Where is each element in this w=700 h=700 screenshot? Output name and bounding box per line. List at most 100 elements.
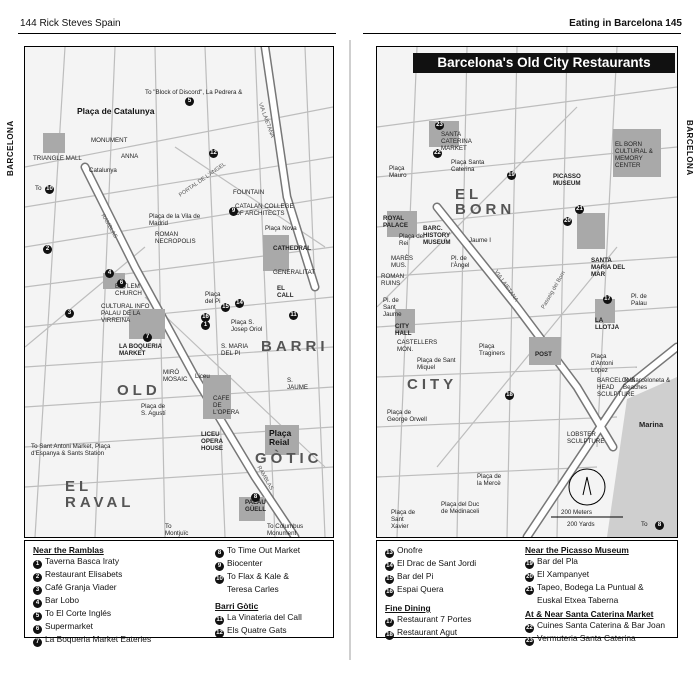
legend-item-10-cont: Teresa Carles bbox=[227, 584, 279, 594]
label-monument: MONUMENT bbox=[91, 137, 128, 144]
label-to-barceloneta: To Barceloneta & Beaches bbox=[623, 377, 671, 391]
label-placa-reial: Plaça Reial bbox=[269, 428, 292, 447]
label-catalunya-metro: Catalunya bbox=[89, 167, 117, 174]
map-marker-21[interactable]: 21 bbox=[575, 205, 584, 214]
label-placa-xavier: Plaça de Sant Xavier bbox=[391, 509, 416, 530]
map-marker-1[interactable]: 1 bbox=[201, 321, 210, 330]
label-placa-george-orwell: Plaça de George Orwell bbox=[387, 409, 427, 423]
page-gutter bbox=[349, 40, 351, 660]
label-placa-rei: Plaça del Rei bbox=[399, 233, 425, 247]
label-placa-pi: Plaça del Pi bbox=[205, 291, 221, 305]
label-placa-nova: Plaça Nova bbox=[265, 225, 297, 232]
label-fountain: FOUNTAIN bbox=[233, 189, 265, 196]
label-catalan-college: CATALAN COLLEGE OF ARCHITECTS bbox=[235, 203, 294, 217]
label-jaume-metro: Jaume I bbox=[469, 237, 492, 244]
right-map: Barcelona's Old City Restaurants SANTA C… bbox=[376, 46, 678, 538]
map-marker-6[interactable]: 6 bbox=[117, 279, 126, 288]
map-marker-5[interactable]: 5 bbox=[185, 97, 194, 106]
map-marker-22[interactable]: 22 bbox=[433, 149, 442, 158]
map-marker-10[interactable]: 10 bbox=[45, 185, 54, 194]
label-mares-museum: MARÈS MUS. bbox=[391, 255, 414, 269]
legend-heading-barri-gotic: Barri Gòtic bbox=[215, 600, 259, 611]
label-lobster: LOBSTER SCULPTURE bbox=[567, 431, 605, 445]
map-marker-19[interactable]: 19 bbox=[507, 171, 516, 180]
label-placa-merce: Plaça de la Mercè bbox=[477, 473, 502, 487]
label-liceu-metro: Liceu bbox=[195, 373, 210, 380]
label-barcelona-head: BARCELONA HEAD SCULPTURE bbox=[597, 377, 635, 398]
map-marker-16[interactable]: 16 bbox=[201, 313, 210, 322]
map-marker-7[interactable]: 7 bbox=[143, 333, 152, 342]
liceu-block bbox=[203, 375, 231, 419]
map-marker-18[interactable]: 18 bbox=[505, 391, 514, 400]
map-marker-3[interactable]: 3 bbox=[65, 309, 74, 318]
label-old: OLD bbox=[117, 382, 161, 399]
label-barc-history: BARC. HISTORY MUSEUM bbox=[423, 225, 451, 246]
label-palau-guell: PALAU GÜELL bbox=[245, 499, 266, 513]
label-barri: BARRI bbox=[261, 338, 329, 355]
label-miro-mosaic: MIRÓ MOSAIC bbox=[163, 369, 188, 383]
legend-heading-ramblas: Near the Ramblas bbox=[33, 545, 104, 555]
label-city-hall: CITY HALL bbox=[395, 323, 412, 337]
label-placa-agusti: Plaça de S. Agustí bbox=[141, 403, 166, 417]
map-marker-8[interactable]: 8 bbox=[251, 493, 260, 502]
section-tab-left: BARCELONA bbox=[6, 118, 18, 178]
santa-maria-block bbox=[577, 213, 605, 249]
label-to-block-discord: To "Block of Discord", La Pedrera & bbox=[145, 89, 243, 96]
map-marker-12[interactable]: 12 bbox=[209, 149, 218, 158]
label-cultural-info: CULTURAL INFO PALAU DE LA VIRREINA bbox=[101, 303, 150, 324]
label-el-born: EL BORN bbox=[455, 186, 516, 218]
map-marker-11[interactable]: 11 bbox=[289, 311, 298, 320]
running-header-right: Eating in Barcelona 145 bbox=[569, 18, 682, 29]
label-el-call: EL CALL bbox=[277, 285, 294, 299]
label-s-maria-pi: S. MARIA DEL PI bbox=[221, 343, 248, 357]
la-llotja-block bbox=[595, 299, 615, 323]
map-marker-4[interactable]: 4 bbox=[105, 269, 114, 278]
label-cafe-opera: CAFE DE L'OPERA bbox=[213, 395, 240, 416]
label-placa-vila-madrid: Plaça de la Vila de Madrid bbox=[149, 213, 201, 227]
label-pl-palau: Pl. de Palau bbox=[631, 293, 647, 307]
map-marker-9[interactable]: 9 bbox=[229, 207, 238, 216]
left-map-streets bbox=[25, 47, 333, 537]
map-marker-14[interactable]: 14 bbox=[235, 299, 244, 308]
label-anna: ANNA bbox=[121, 153, 139, 160]
label-placa-duc: Plaça del Duc de Medinaceli bbox=[441, 501, 480, 515]
map-marker-8[interactable]: 8 bbox=[655, 521, 664, 530]
map-marker-15[interactable]: 15 bbox=[221, 303, 230, 312]
map-marker-2[interactable]: 2 bbox=[43, 245, 52, 254]
label-post: POST bbox=[535, 351, 552, 358]
map-marker-23[interactable]: 23 bbox=[435, 121, 444, 130]
label-s-jaume: S. JAUME bbox=[287, 377, 308, 391]
map-marker-20[interactable]: 20 bbox=[563, 217, 572, 226]
triangle-mall-block bbox=[43, 133, 65, 153]
map-marker-17[interactable]: 17 bbox=[603, 295, 612, 304]
cathedral-block bbox=[263, 235, 289, 271]
label-placa-santa: Plaça Santa Caterina bbox=[451, 159, 485, 173]
label-pl-sant-jaume: Pl. de Sant Jaume bbox=[383, 297, 402, 318]
